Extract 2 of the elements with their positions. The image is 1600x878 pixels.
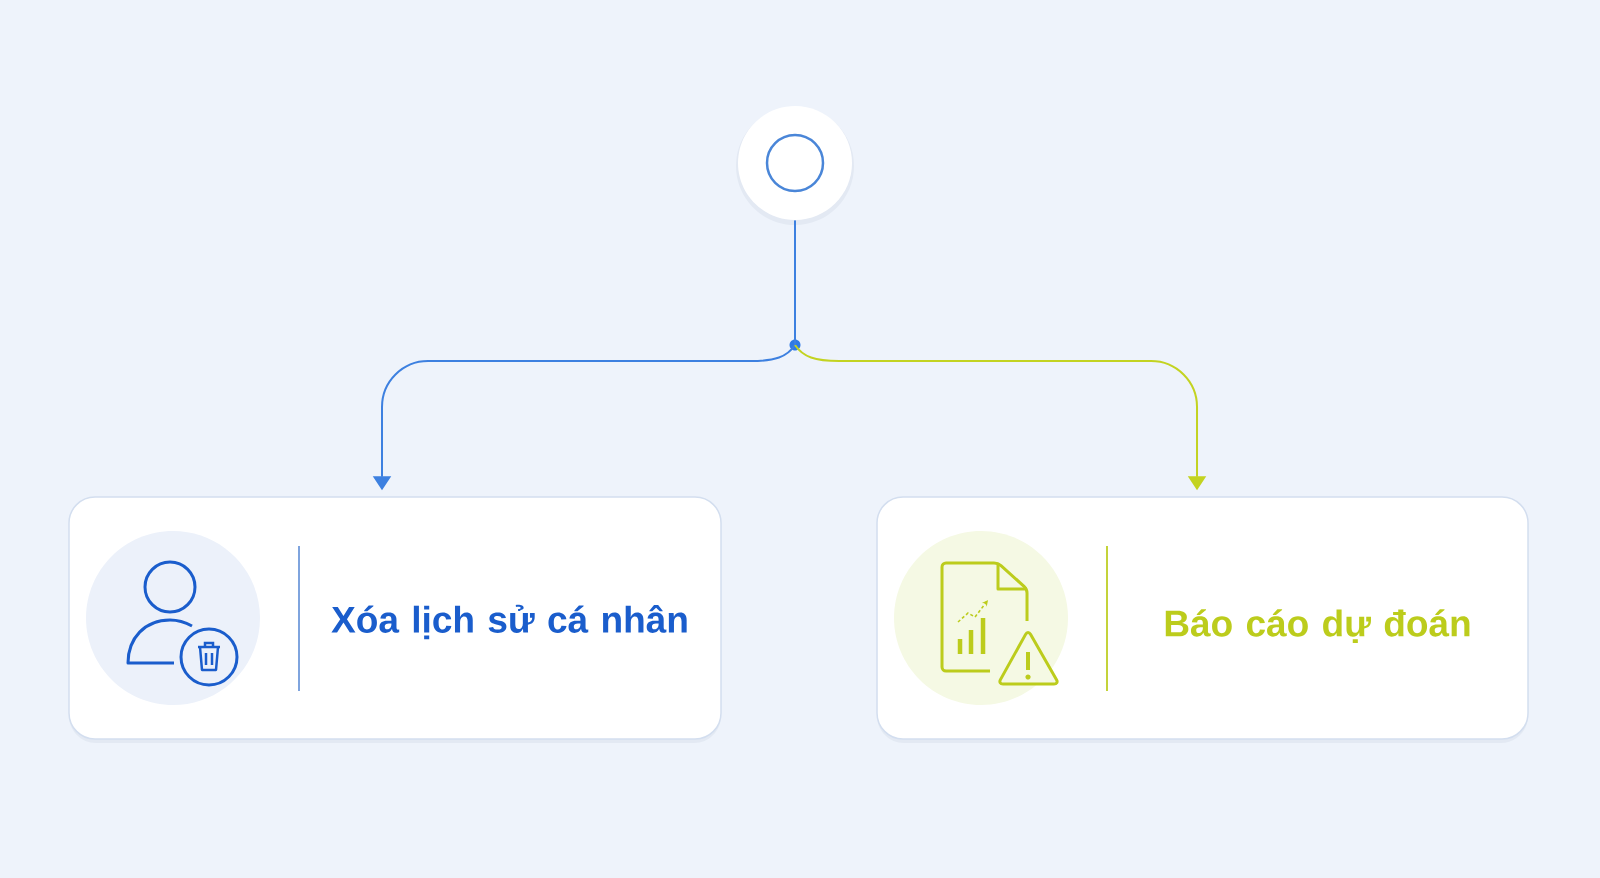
connector-line xyxy=(794,219,796,346)
circle-node xyxy=(736,106,854,225)
